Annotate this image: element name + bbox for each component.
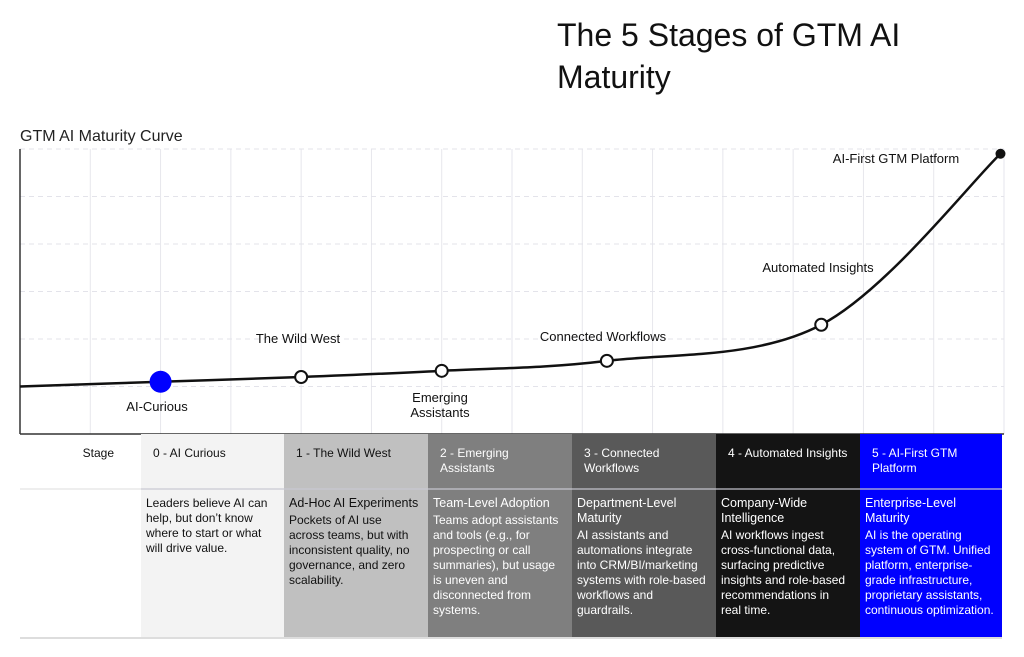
stage-header: 0 - AI Curious (153, 446, 226, 460)
stage-header: 2 - Emerging Assistants (440, 446, 509, 475)
page-title: The 5 Stages of GTM AI Maturity (557, 17, 901, 95)
table-bottom-divider (20, 637, 1002, 639)
stage-heading: Department-Level Maturity (577, 496, 677, 525)
marker-end (995, 148, 1006, 159)
stage-header: 1 - The Wild West (296, 446, 391, 460)
stage-description: Leaders believe AI can help, but don’t k… (146, 496, 268, 555)
stage-column-3: 3 - Connected Workflows Department-Level… (572, 434, 716, 638)
stage-column-4: 4 - Automated Insights Company-Wide Inte… (716, 434, 860, 638)
stage-body: Enterprise-Level Maturity AI is the oper… (860, 488, 1002, 638)
marker-stage (294, 370, 309, 384)
stage-description: AI is the operating system of GTM. Unifi… (865, 528, 994, 617)
stage-description: Teams adopt assistants and tools (e.g., … (433, 513, 559, 617)
stage-body: Ad-Hoc AI Experiments Pockets of AI use … (284, 488, 428, 638)
stage-column-1: 1 - The Wild West Ad-Hoc AI Experiments … (284, 434, 428, 638)
stage-description: AI workflows ingest cross-functional dat… (721, 528, 846, 617)
point-label-ai-curious: AI-Curious (126, 399, 188, 414)
point-label-emerging-assistants: Emerging Assistants (410, 390, 470, 420)
point-label-ai-first-platform: AI-First GTM Platform (832, 151, 960, 166)
stage-body: Leaders believe AI can help, but don’t k… (141, 488, 284, 638)
marker-current-stage (149, 370, 172, 393)
stage-header: 4 - Automated Insights (728, 446, 848, 460)
stage-heading: Team-Level Adoption (433, 496, 550, 510)
stage-header: 5 - AI-First GTM Platform (872, 446, 958, 475)
stage-label-column: Stage (20, 434, 141, 638)
stage-heading: Ad-Hoc AI Experiments (289, 496, 419, 510)
stage-description: AI assistants and automations integrate … (577, 528, 706, 617)
point-label-connected-workflows: Connected Workflows (539, 329, 667, 344)
stage-body: Company-Wide Intelligence AI workflows i… (716, 488, 860, 638)
stage-heading: Enterprise-Level Maturity (865, 496, 957, 525)
stage-body: Team-Level Adoption Teams adopt assistan… (428, 488, 572, 638)
marker-stage (434, 363, 449, 378)
stage-body: Department-Level Maturity AI assistants … (572, 488, 716, 638)
stage-column-2: 2 - Emerging Assistants Team-Level Adopt… (428, 434, 572, 638)
stage-column-0: 0 - AI Curious Leaders believe AI can he… (141, 434, 284, 638)
stage-label: Stage (82, 446, 114, 460)
stage-header: 3 - Connected Workflows (584, 446, 660, 475)
chart-title: GTM AI Maturity Curve (20, 128, 183, 145)
point-label-automated-insights: Automated Insights (762, 260, 874, 275)
marker-stage (599, 353, 614, 368)
stage-heading: Company-Wide Intelligence (721, 496, 808, 525)
point-label-wild-west: The Wild West (255, 331, 341, 346)
stage-description: Pockets of AI use across teams, but with… (289, 513, 410, 587)
stage-column-5: 5 - AI-First GTM Platform Enterprise-Lev… (860, 434, 1002, 638)
marker-stage (814, 317, 829, 332)
